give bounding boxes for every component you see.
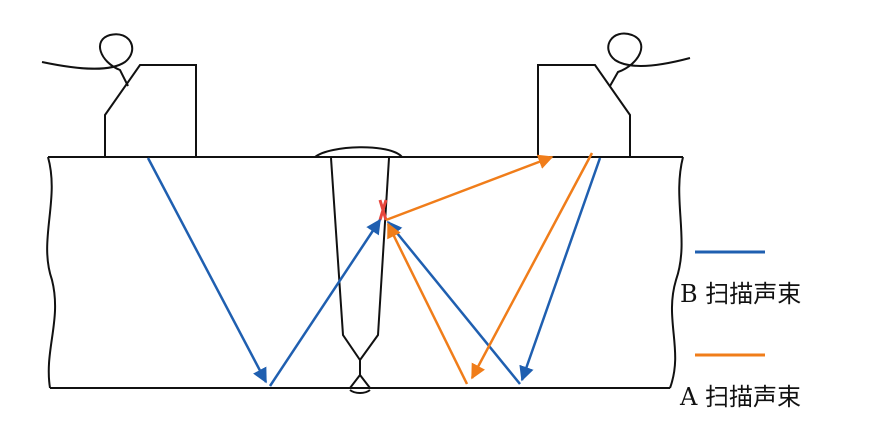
b-beam-left-up — [268, 218, 382, 387]
a-beam-down — [470, 152, 594, 380]
plate-right-break — [669, 156, 684, 389]
plate-left-break — [46, 156, 56, 389]
weld-groove — [330, 157, 390, 362]
legend-a-label: A 扫描声束 — [680, 383, 801, 411]
weld-root — [349, 360, 371, 394]
a-beam-up — [386, 222, 469, 385]
left-probe — [104, 64, 197, 157]
legend-b-label: B 扫描声束 — [680, 280, 802, 308]
defect-mark — [378, 199, 388, 221]
right-probe-cable — [607, 32, 691, 87]
a-beam-reflect — [385, 154, 554, 222]
right-probe — [537, 64, 631, 157]
weld-cap — [314, 146, 403, 158]
left-probe-cable — [41, 33, 134, 87]
b-beam-right-down — [519, 157, 602, 382]
b-beam-left-down — [146, 157, 268, 384]
b-beam-right-up — [387, 220, 521, 385]
